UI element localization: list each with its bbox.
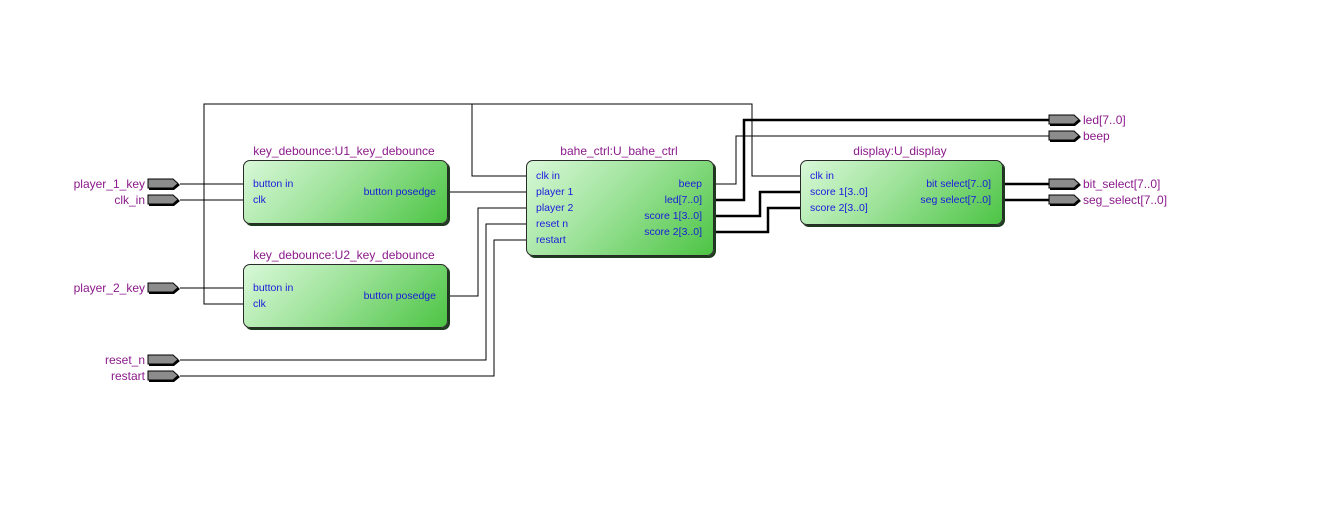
block-title: key_debounce:U1_key_debounce: [253, 144, 435, 158]
wire-clk-bus: [203, 103, 801, 200]
input-pin-icon: [147, 178, 180, 190]
wire-led-bus: [713, 118, 1050, 202]
port-bit-select: bit select[7..0]: [926, 178, 991, 190]
output-pin-icon: [1048, 194, 1081, 206]
port-score-1: score 1[3..0]: [644, 210, 702, 222]
block-title: display:U_display: [853, 144, 947, 158]
port-button-in: button in: [253, 178, 294, 190]
wire-score2-bus: [713, 206, 801, 234]
port-clk: clk: [253, 298, 266, 310]
wire-clk-u2: [203, 200, 244, 305]
pin-label: restart: [110, 369, 145, 383]
port-reset-n: reset n: [536, 218, 569, 230]
pin-label: bit_select[7..0]: [1083, 177, 1161, 191]
wire-reset-n: [180, 223, 527, 361]
block-body[interactable]: [243, 264, 448, 328]
port-clk: clk: [253, 194, 266, 206]
block-body[interactable]: [800, 160, 1003, 225]
pin-label: clk_in: [114, 193, 145, 207]
output-pin-icon: [1048, 130, 1081, 142]
wire-restart: [180, 239, 527, 377]
pin-label: seg_select[7..0]: [1083, 193, 1168, 207]
input-pin-icon: [147, 354, 180, 366]
pin-label: player_1_key: [73, 177, 145, 191]
port-clk-in: clk in: [536, 170, 560, 182]
wire-beep: [713, 135, 1050, 185]
port-player-2: player 2: [536, 202, 574, 214]
port-score-1: score 1[3..0]: [810, 186, 868, 198]
output-pin-icon: [1048, 178, 1081, 190]
port-seg-select: seg select[7..0]: [920, 194, 991, 206]
input-pin-icon: [147, 282, 180, 294]
pin-label: reset_n: [104, 353, 145, 367]
wire-score1-bus: [713, 190, 801, 218]
pin-label: beep: [1083, 129, 1110, 143]
block-title: bahe_ctrl:U_bahe_ctrl: [560, 144, 678, 158]
wire-u2-posedge: [448, 207, 527, 297]
block-body[interactable]: [243, 160, 448, 224]
pin-label: player_2_key: [73, 281, 145, 295]
port-player-1: player 1: [536, 186, 574, 198]
port-button-in: button in: [253, 282, 294, 294]
port-beep: beep: [678, 178, 702, 190]
port-led: led[7..0]: [664, 194, 702, 206]
port-button-posedge: button posedge: [363, 186, 436, 198]
input-pin-icon: [147, 370, 180, 382]
port-score-2: score 2[3..0]: [644, 226, 702, 238]
block-body[interactable]: [526, 160, 714, 256]
block-title: key_debounce:U2_key_debounce: [253, 248, 435, 262]
port-restart: restart: [536, 234, 566, 246]
pin-label: led[7..0]: [1083, 113, 1126, 127]
input-pin-icon: [147, 194, 180, 206]
port-button-posedge: button posedge: [363, 290, 436, 302]
port-clk-in: clk in: [810, 170, 834, 182]
wire-clk-ctrl: [471, 104, 527, 177]
output-pin-icon: [1048, 114, 1081, 126]
port-score-2: score 2[3..0]: [810, 202, 868, 214]
